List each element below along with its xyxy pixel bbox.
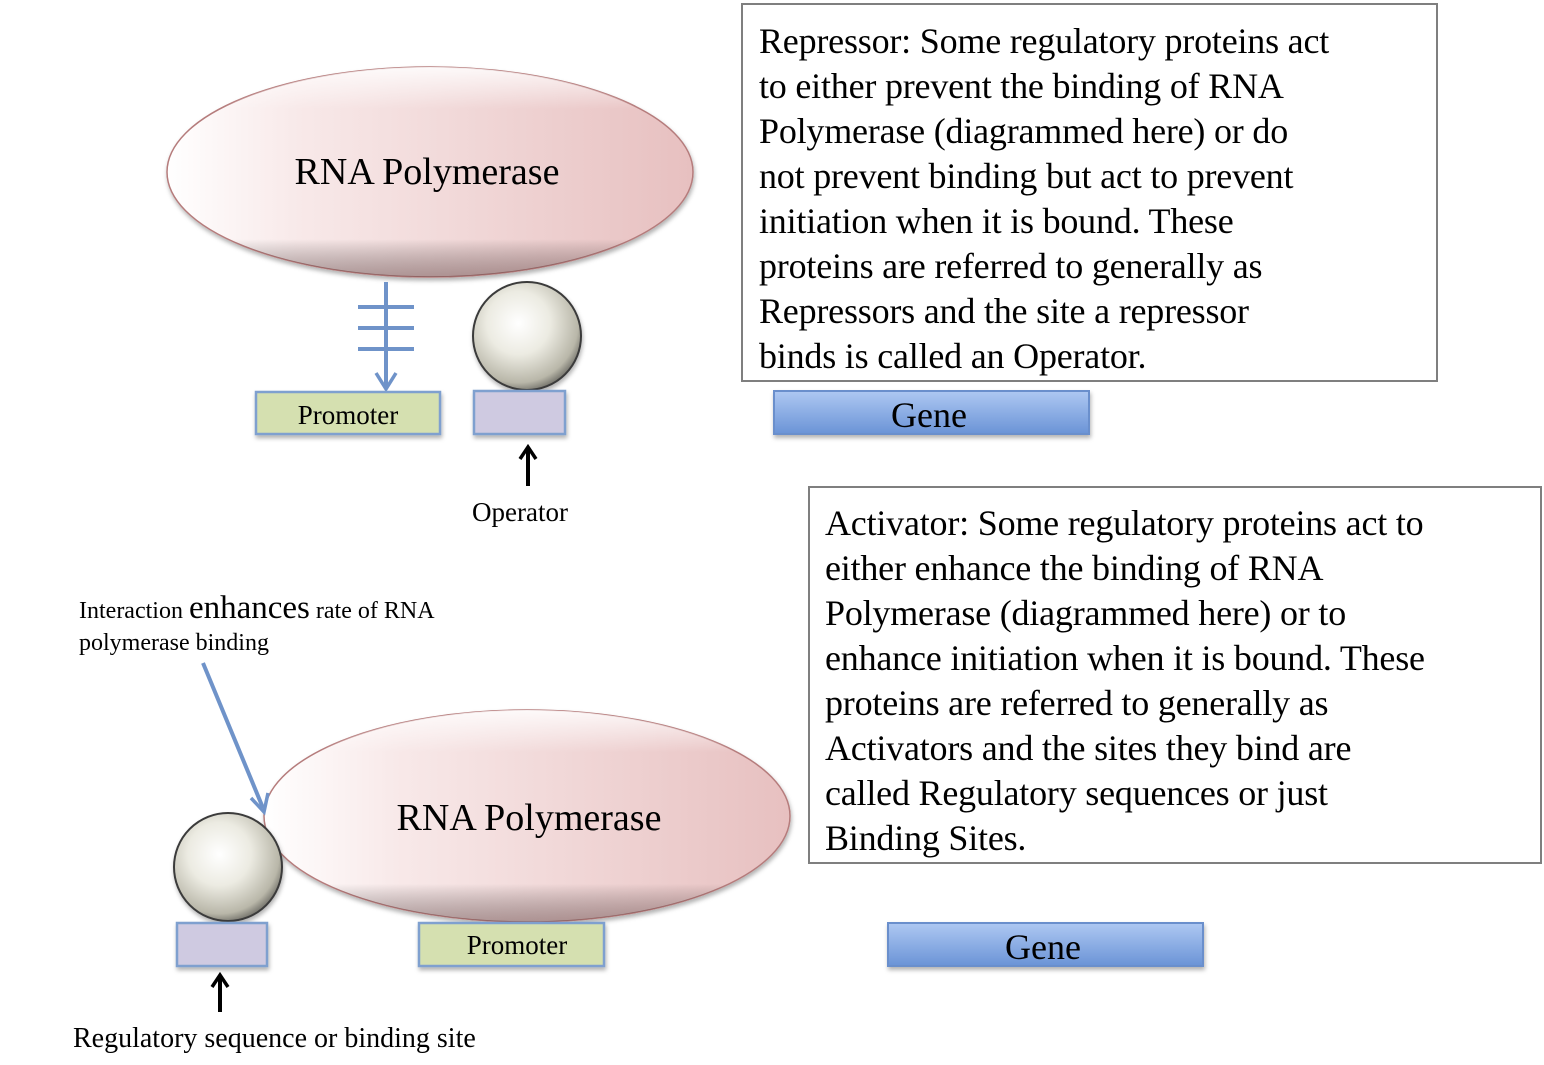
repressor-description-box: Repressor: Some regulatory proteins act … (741, 3, 1438, 382)
binding-site-pointer-arrow-icon (210, 971, 230, 1012)
gene-label: Gene (891, 395, 967, 435)
operator-label: Operator (472, 497, 568, 527)
rna-polymerase (263, 709, 791, 923)
operator-box (472, 389, 567, 436)
gene-box (887, 922, 1204, 967)
activator-description-box: Activator: Some regulatory proteins act … (808, 486, 1542, 864)
blocked-binding-arrow-icon (358, 282, 414, 393)
gene-label: Gene (1005, 927, 1081, 967)
rna-polymerase-label: RNA Polymerase (397, 797, 662, 839)
interaction-label-pre: Interaction (79, 598, 189, 624)
activator-diagram: RNA Polymerase Promoter Gene (125, 662, 1204, 1012)
repressor-protein (472, 281, 582, 391)
activator-protein (173, 812, 283, 922)
interaction-label-post: rate of RNA polymerase binding (79, 598, 434, 656)
promoter-box (254, 390, 442, 436)
binding-site-label: Regulatory sequence or binding site (73, 1023, 476, 1054)
binding-site-box (175, 921, 269, 968)
interaction-label-emphasis: enhances (188, 590, 310, 626)
promoter-label: Promoter (467, 930, 568, 960)
rna-polymerase-label: RNA Polymerase (295, 151, 560, 193)
operator-pointer-arrow-icon (518, 443, 538, 486)
interaction-arrow-icon (201, 662, 270, 816)
repressor-diagram: RNA Polymerase Promoter Gene (10, 66, 1090, 486)
rna-polymerase (166, 66, 694, 278)
promoter-label: Promoter (298, 400, 399, 430)
gene-box (773, 390, 1090, 435)
interaction-label: Interaction enhances rate of RNA polymer… (79, 592, 509, 659)
promoter-box (417, 921, 606, 968)
